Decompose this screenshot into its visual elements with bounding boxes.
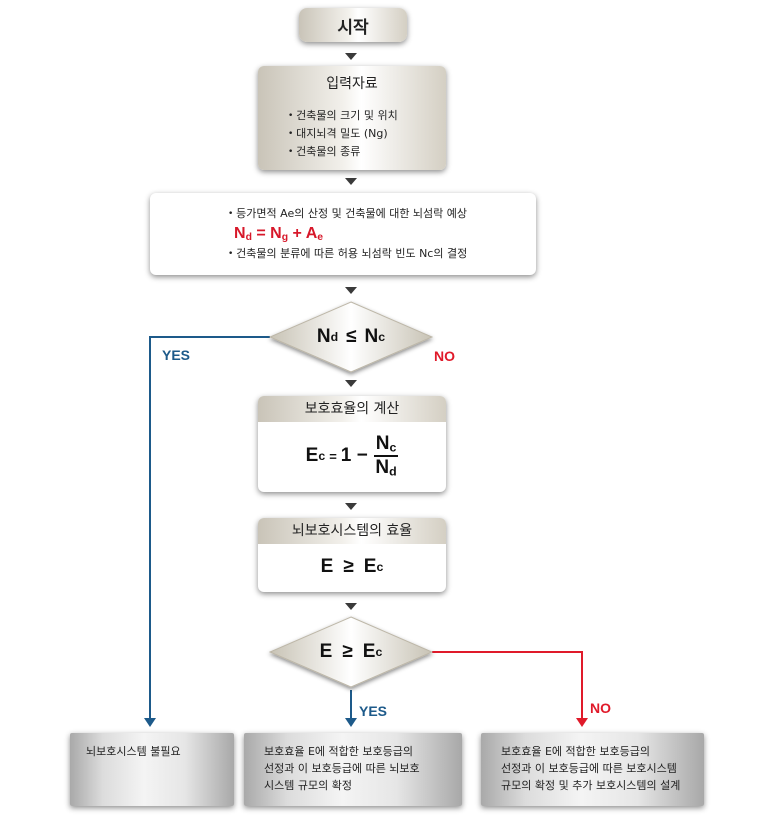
eq-equals: =	[251, 225, 271, 242]
efficiency-calc-title: 보호효율의 계산	[258, 396, 446, 422]
result-right-line: 규모의 확정 및 추가 보호시스템의 설계	[501, 779, 681, 792]
calc-denominator: Nd	[375, 457, 396, 479]
d1-nc-sub: c	[378, 330, 386, 344]
yes-label-1: YES	[162, 347, 191, 363]
yes-label-2: YES	[359, 703, 388, 719]
arrow-5-icon	[345, 503, 357, 510]
input-box: 입력자료 건축물의 크기 및 위치 대지뇌격 밀도 (Ng) 건축물의 종류	[258, 66, 446, 170]
no-arrowhead-2	[576, 718, 588, 727]
calc-one-minus: 1 −	[340, 445, 368, 466]
start-label: 시작	[337, 17, 369, 38]
no-label-2: NO	[590, 700, 611, 716]
decision-1-diamond	[268, 301, 434, 373]
eq-ng-sub: g	[281, 232, 289, 244]
no-label-1: NO	[434, 348, 455, 364]
yes-arrowhead-1	[144, 718, 156, 727]
d1-nd-sub: d	[330, 330, 339, 344]
d1-nc: N	[364, 326, 379, 347]
arrow-4-icon	[345, 380, 357, 387]
calc-den-sub: d	[389, 464, 397, 479]
result-left-text: 뇌보호시스템 불필요	[86, 745, 181, 758]
arrow-6-icon	[345, 603, 357, 610]
d1-op: ≤	[346, 326, 357, 347]
d2-e: E	[319, 641, 333, 662]
d1-nd: N	[316, 326, 331, 347]
input-item: 대지뇌격 밀도 (Ng)	[288, 125, 446, 143]
calc-e-sub: c	[318, 449, 326, 463]
estimate-box: 등가면적 Ae의 산정 및 건축물에 대한 뇌섬락 예상 Nd = Ng + A…	[150, 193, 536, 275]
input-item: 건축물의 크기 및 위치	[288, 107, 446, 125]
d2-ec-sub: c	[375, 645, 383, 659]
se-op: ≥	[343, 556, 354, 577]
estimate-item-2: 건축물의 분류에 따른 허용 뇌섬락 빈도 Nc의 결정	[228, 245, 536, 263]
eq-ae-sub: e	[317, 232, 324, 244]
se-e2-sub: c	[376, 560, 384, 574]
result-right-box: 보호효율 E에 적합한 보호등급의 선정과 이 보호등급에 따른 보호시스템 규…	[481, 733, 704, 806]
start-box: 시작	[299, 8, 407, 42]
arrow-1-icon	[345, 53, 357, 60]
se-e: E	[320, 556, 334, 577]
se-e2: E	[363, 556, 377, 577]
result-left-box: 뇌보호시스템 불필요	[70, 733, 234, 806]
input-title: 입력자료	[326, 76, 378, 92]
no-connector-2	[432, 651, 583, 720]
input-item: 건축물의 종류	[288, 143, 446, 161]
calc-num-sub: c	[389, 440, 397, 455]
calc-eq: =	[329, 448, 337, 464]
result-middle-line: 선정과 이 보호등급에 따른 뇌보호	[264, 762, 420, 775]
calc-fraction: Nc Nd	[373, 433, 399, 479]
arrow-2-icon	[345, 178, 357, 185]
d2-ec: E	[362, 641, 376, 662]
result-middle-line: 보호효율 E에 적합한 보호등급의	[264, 745, 413, 758]
calc-e: E	[305, 445, 319, 466]
system-efficiency-title: 뇌보호시스템의 효율	[258, 518, 446, 544]
result-right-line: 보호효율 E에 적합한 보호등급의	[501, 745, 650, 758]
result-middle-box: 보호효율 E에 적합한 보호등급의 선정과 이 보호등급에 따른 뇌보호 시스템…	[244, 733, 462, 806]
eq-plus: +	[288, 225, 306, 242]
eq-ng: N	[270, 225, 282, 242]
calc-numerator: Nc	[373, 433, 399, 457]
calc-num: N	[375, 433, 390, 454]
yes-arrowhead-2	[345, 718, 357, 727]
calc-den: N	[375, 457, 390, 478]
d2-op: ≥	[342, 641, 353, 662]
estimate-item-1: 등가면적 Ae의 산정 및 건축물에 대한 뇌섬락 예상	[228, 205, 536, 223]
nd-equation: Nd = Ng + Ae	[234, 225, 536, 243]
eq-ae: A	[305, 225, 318, 242]
decision-2-diamond	[268, 616, 434, 688]
eq-nd-sub: d	[245, 232, 252, 244]
result-right-line: 선정과 이 보호등급에 따른 보호시스템	[501, 762, 677, 775]
arrow-3-icon	[345, 287, 357, 294]
result-middle-line: 시스템 규모의 확정	[264, 779, 352, 792]
yes-connector-1	[149, 336, 270, 720]
eq-nd: N	[234, 225, 246, 242]
